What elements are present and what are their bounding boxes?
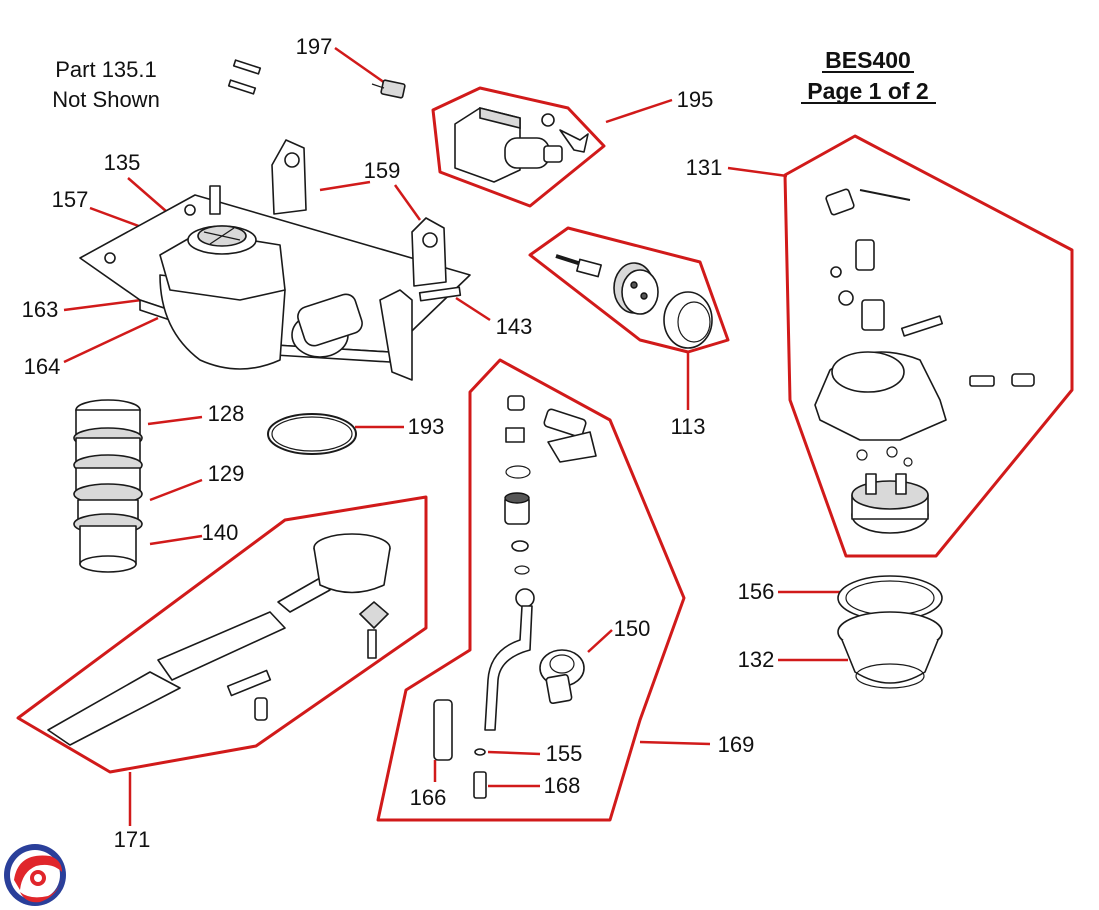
label-193: 193 bbox=[408, 414, 445, 439]
label-159: 159 bbox=[364, 158, 401, 183]
label-155: 155 bbox=[546, 741, 583, 766]
swirl-logo-icon bbox=[4, 844, 66, 906]
label-157: 157 bbox=[52, 187, 89, 212]
label-143: 143 bbox=[496, 314, 533, 339]
label-113: 113 bbox=[670, 414, 705, 439]
label-140: 140 bbox=[202, 520, 239, 545]
note-line-1: Part 135.1 bbox=[55, 57, 157, 82]
label-135: 135 bbox=[104, 150, 141, 175]
note-line-2: Not Shown bbox=[52, 87, 160, 112]
part-195-drawing bbox=[454, 106, 589, 183]
label-150: 150 bbox=[614, 616, 651, 641]
callout-labels: 197 195 131 159 135 157 163 164 143 113 … bbox=[22, 34, 775, 852]
filter-stack-drawing bbox=[73, 399, 143, 573]
group-outline-195 bbox=[431, 86, 606, 208]
part-113-drawing bbox=[555, 254, 713, 349]
model-title: BES400 bbox=[825, 47, 911, 73]
group-outline-169 bbox=[376, 358, 686, 822]
label-132: 132 bbox=[738, 647, 775, 672]
part-169-drawing bbox=[433, 395, 597, 799]
page-indicator: Page 1 of 2 bbox=[807, 78, 928, 104]
part-193-drawing bbox=[267, 413, 357, 455]
label-156: 156 bbox=[738, 579, 775, 604]
label-128: 128 bbox=[208, 401, 245, 426]
label-171: 171 bbox=[114, 827, 151, 852]
housing-assembly-drawing bbox=[79, 139, 471, 381]
label-197: 197 bbox=[296, 34, 333, 59]
label-129: 129 bbox=[208, 461, 245, 486]
part-197-drawing bbox=[227, 59, 406, 99]
group-outline-113 bbox=[528, 226, 730, 354]
part-131-drawing bbox=[814, 188, 1035, 534]
label-163: 163 bbox=[22, 297, 59, 322]
group-outline-131 bbox=[783, 134, 1074, 558]
group-outline-171 bbox=[16, 495, 428, 774]
parts-156-132-drawing bbox=[837, 575, 943, 689]
part-150-drawing bbox=[539, 649, 585, 705]
label-168: 168 bbox=[544, 773, 581, 798]
label-195: 195 bbox=[677, 87, 714, 112]
label-169: 169 bbox=[718, 732, 755, 757]
part-171-drawing bbox=[47, 533, 391, 746]
label-166: 166 bbox=[410, 785, 447, 810]
label-164: 164 bbox=[24, 354, 61, 379]
label-131: 131 bbox=[686, 155, 723, 180]
